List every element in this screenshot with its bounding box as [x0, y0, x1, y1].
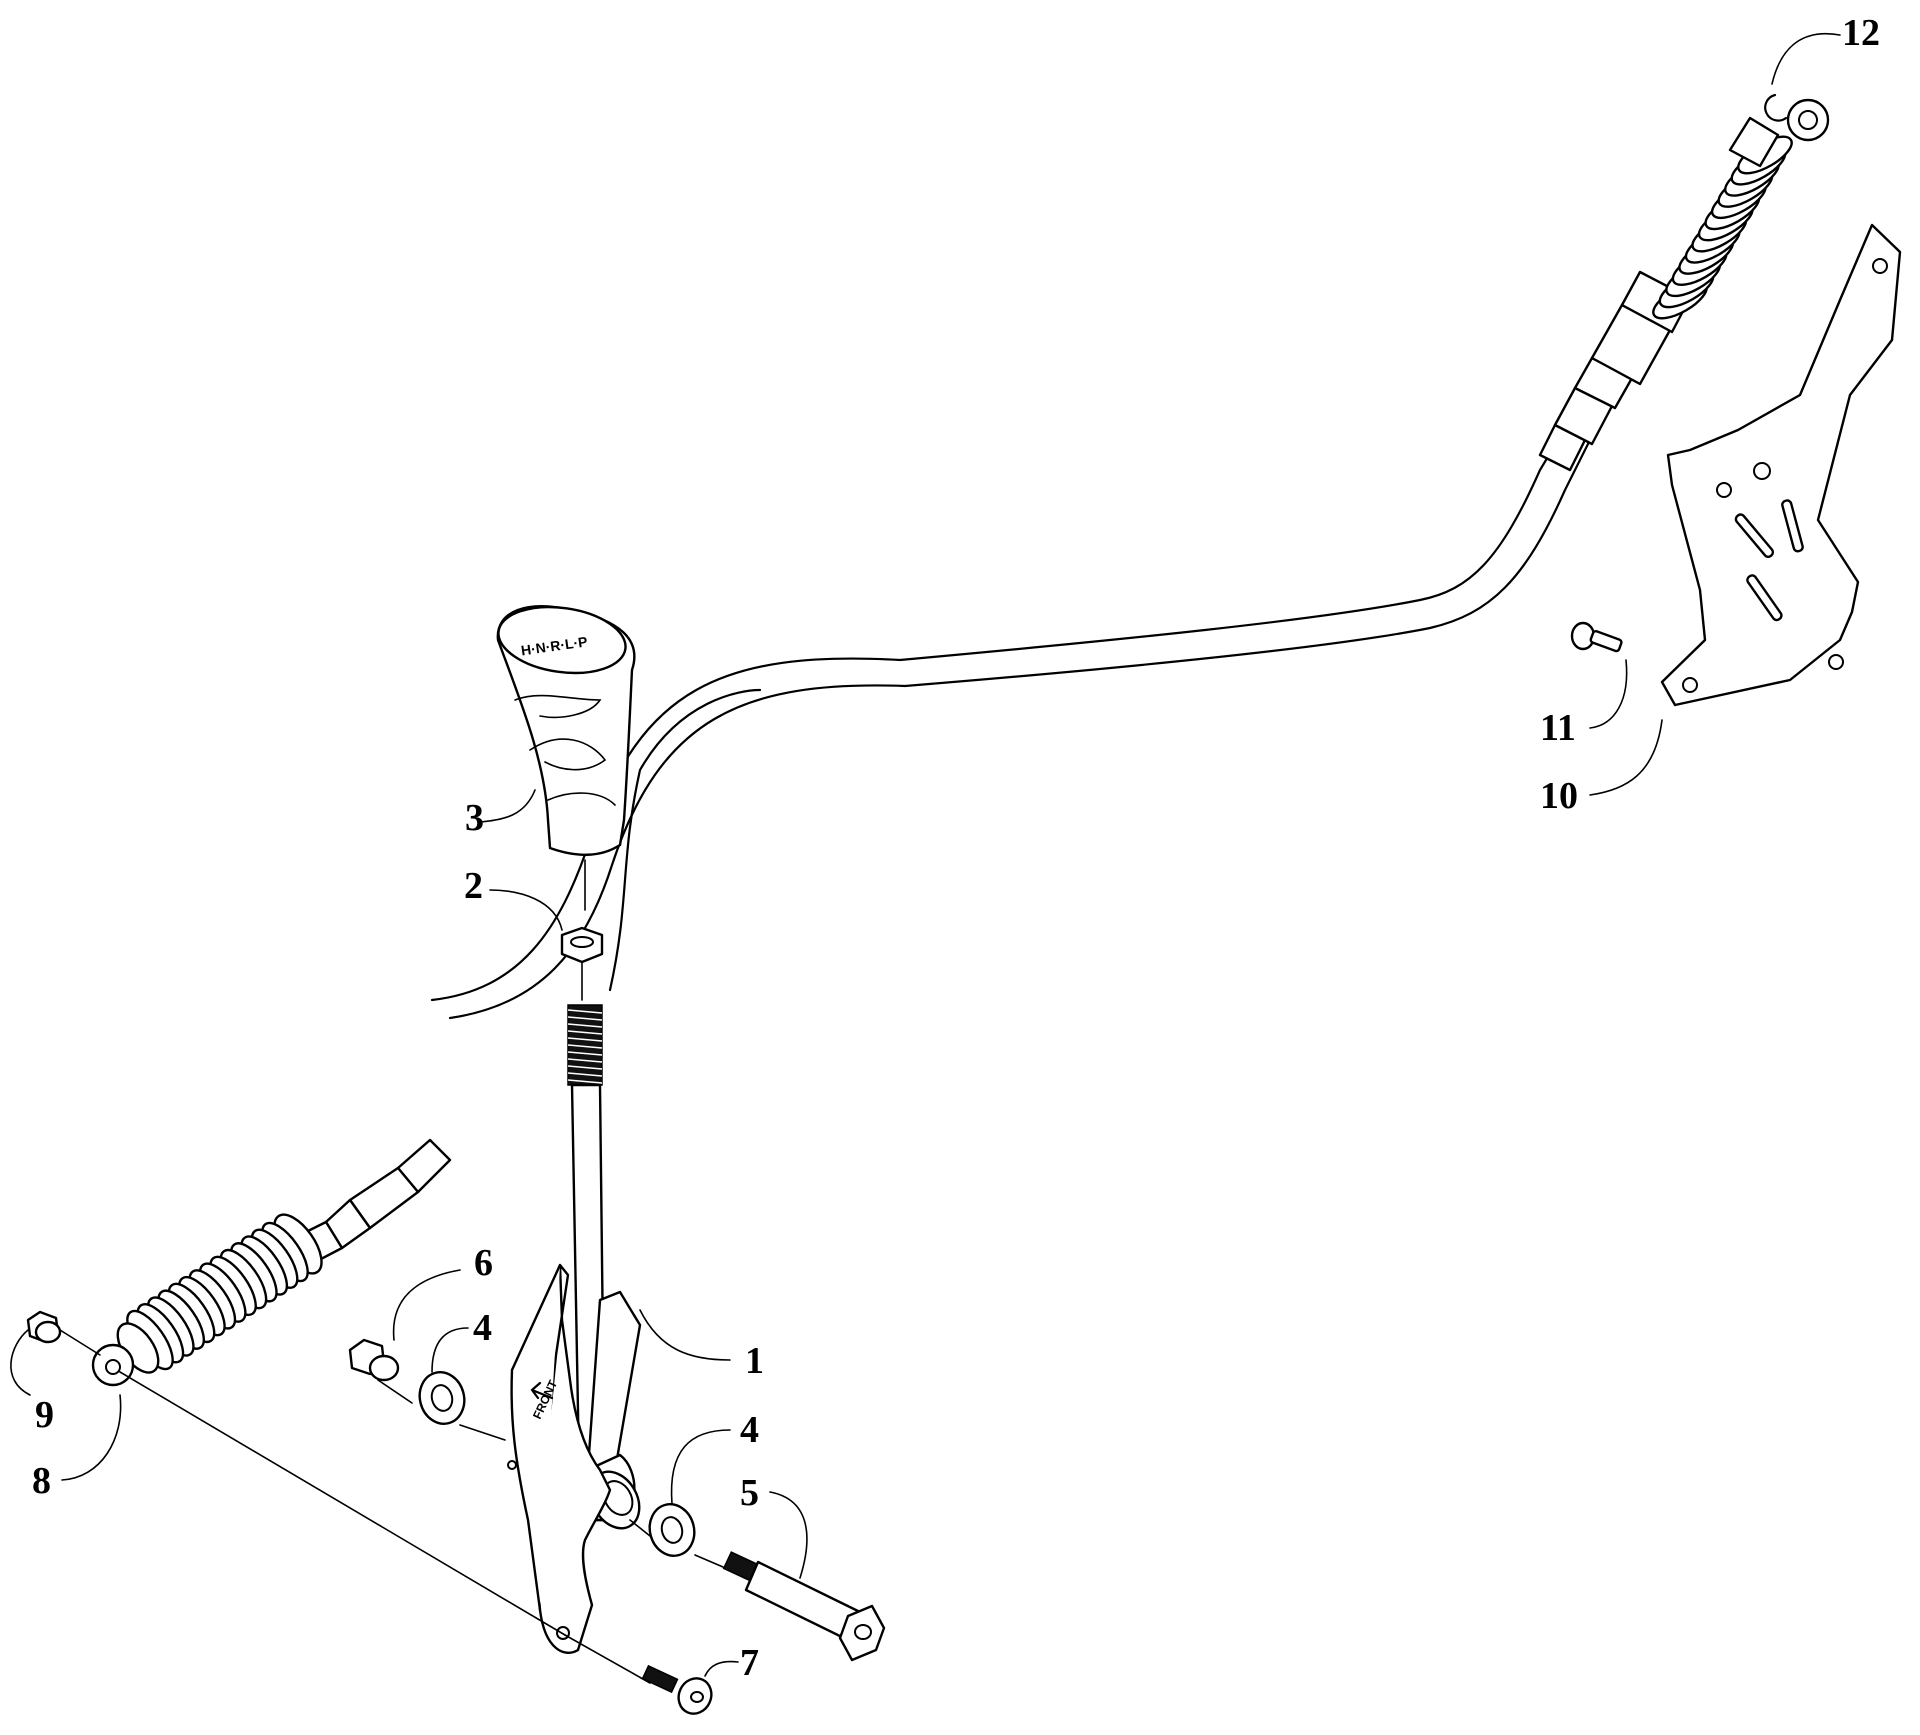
thread-line: [567, 1058, 603, 1063]
e-clip-part-12: [1764, 32, 1841, 122]
thread-line: [567, 1037, 603, 1042]
shift-knob-part-3: H·N·R·L·P: [479, 605, 636, 911]
thread-line: [567, 1023, 603, 1028]
flange-nut-part-9: [10, 1310, 62, 1396]
callout-6: 6: [474, 1242, 493, 1284]
lower-rubber-boot: [126, 1221, 309, 1371]
callout-4a: 4: [473, 1307, 492, 1349]
thread-line: [567, 1016, 603, 1021]
washer-part-4a: [418, 1327, 469, 1425]
upper-rubber-boot: [1652, 135, 1793, 320]
lower-cable-end: [91, 1138, 452, 1387]
screw-part-11: [1570, 621, 1628, 729]
callout-4b: 4: [740, 1409, 759, 1451]
bushing-part-8: [61, 1394, 122, 1481]
upper-cable-end: [1538, 98, 1830, 472]
thread-line: [567, 1079, 603, 1084]
washer-part-4b: [648, 1429, 731, 1557]
lever-mount-plate: FRONT: [507, 1263, 612, 1654]
thread-line: [567, 1072, 603, 1077]
callout-1: 1: [745, 1340, 764, 1382]
callout-7: 7: [740, 1642, 759, 1684]
callout-11: 11: [1540, 707, 1576, 749]
thread-line: [567, 1051, 603, 1056]
screw-part-7: [641, 1660, 739, 1715]
callout-3: 3: [465, 797, 484, 839]
callout-2: 2: [464, 865, 483, 907]
thread-line: [567, 1030, 603, 1035]
thread-line: [567, 1065, 603, 1070]
shoulder-bolt-part-5: [722, 1491, 886, 1662]
assembly-lines: [59, 1329, 731, 1684]
hex-nut-part-2: [489, 889, 604, 1001]
mounting-bracket-part-10: [1589, 223, 1902, 796]
callout-labels: 1 2 3 4 4 5 6 7 8 9 10 11 12: [32, 12, 1880, 1684]
lever-threads: [567, 1009, 603, 1084]
callout-12: 12: [1842, 12, 1880, 54]
callout-10: 10: [1540, 775, 1578, 817]
callout-9: 9: [35, 1394, 54, 1436]
thread-line: [567, 1009, 603, 1014]
callout-8: 8: [32, 1460, 51, 1502]
thread-line: [567, 1044, 603, 1049]
flange-nut-part-6: [348, 1269, 461, 1382]
shift-cable: [430, 393, 1607, 1020]
callout-5: 5: [740, 1472, 759, 1514]
